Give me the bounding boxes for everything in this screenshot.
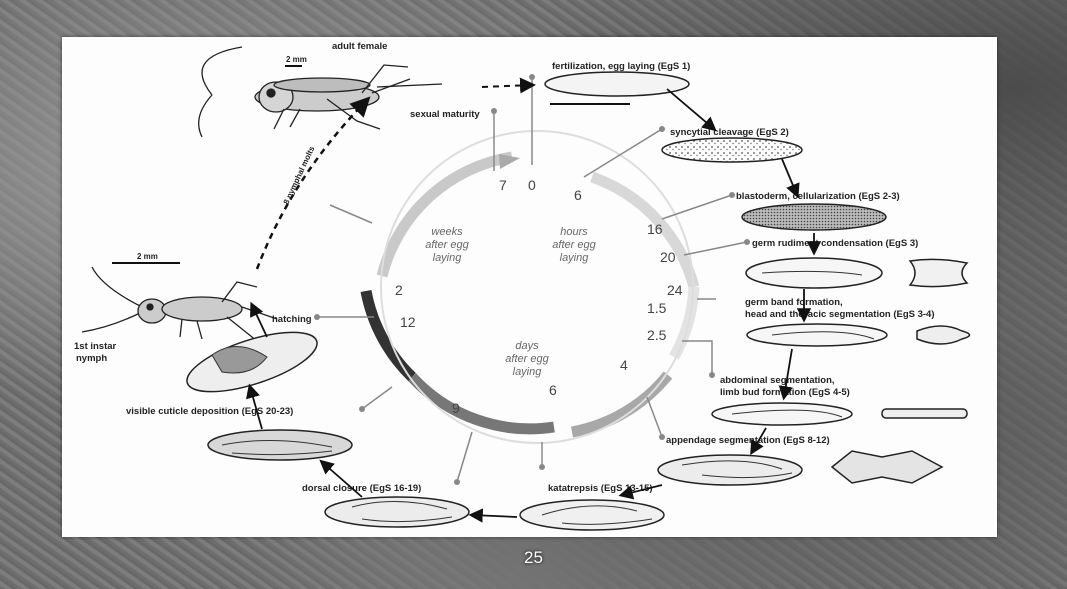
ring-days-mid-segment [572,375,668,432]
ring-num-h20: 20 [660,249,676,265]
ring-num-h6: 6 [574,187,582,203]
ring-num-2: 2 [395,282,403,298]
egg-stage-2 [662,138,802,162]
abdominal-detail [882,409,967,418]
svg-text:after egg: after egg [552,239,596,251]
molts-arrow [257,100,367,269]
germ-band-detail [917,326,970,344]
ring-numbers: 0 7 2 6 16 20 24 1.5 2.5 4 6 9 12 [395,177,683,416]
stage-syncytial-label: syncytial cleavage (EgS 2) [670,127,789,138]
center-hours-label: hours after egg laying [552,226,596,264]
nymph-scale-label: 2 mm [137,252,158,261]
ring-num-d9: 9 [452,400,460,416]
stage-germ-band-label-2: head and thoracic segmentation (EgS 3-4) [745,309,935,320]
nymph-label-2: nymph [76,353,107,364]
egg-stage-7 [658,455,802,485]
stage-abdominal-label-1: abdominal segmentation, [720,375,835,386]
adult-scale-label: 2 mm [286,55,307,64]
stage-cuticle-label: visible cuticle deposition (EgS 20-23) [126,406,293,417]
svg-text:after egg: after egg [425,239,469,251]
ring-top-arrow [499,154,520,169]
adult-female-cricket [199,47,442,137]
ring-num-0: 0 [528,177,536,193]
egg-stage-8 [520,500,664,530]
svg-text:hours: hours [560,226,588,238]
svg-text:laying: laying [513,366,543,378]
ring-num-d12: 12 [400,314,416,330]
cricket-lifecycle-diagram: 0 7 2 6 16 20 24 1.5 2.5 4 6 9 12 weeks … [62,37,997,537]
ring-hours-segment [592,177,694,287]
center-days-label: days after egg laying [505,340,549,378]
stage-hatching-label: hatching [272,314,312,325]
page-number: 25 [0,548,1067,568]
nymph-label-1: 1st instar [74,341,117,352]
molts-label: 8 nymphal molts [282,144,317,206]
ring-num-d25: 2.5 [647,327,667,343]
stage-appendage-label: appendage segmentation (EgS 8-12) [666,435,830,446]
ring-num-d6: 6 [549,382,557,398]
stage-germ-band-label-1: germ band formation, [745,297,843,308]
svg-text:after egg: after egg [505,353,549,365]
stage-germ-rudiment-label: germ rudiment condensation (EgS 3) [752,238,918,249]
adult-female-label: adult female [332,41,387,52]
adult-to-egg-arrow [482,85,532,87]
svg-text:weeks: weeks [431,226,463,238]
egg-stage-1 [545,72,689,96]
germ-rudiment-detail [910,259,967,286]
svg-text:laying: laying [560,252,590,264]
egg-stage-5 [747,324,887,346]
diagram-panel: 0 7 2 6 16 20 24 1.5 2.5 4 6 9 12 weeks … [62,37,997,537]
egg-stage-10 [208,430,352,460]
appendage-detail [832,451,942,483]
ring-num-h16: 16 [647,221,663,237]
stage-blastoderm-label: blastoderm, cellularization (EgS 2-3) [736,191,900,202]
ring-num-d4: 4 [620,357,628,373]
stage-sexual-maturity-label: sexual maturity [410,109,480,120]
svg-text:laying: laying [433,252,463,264]
ring-num-h24: 24 [667,282,683,298]
egg-illustrations [181,72,970,530]
ring-num-d15: 1.5 [647,300,667,316]
stage-dorsal-closure-label: dorsal closure (EgS 16-19) [302,483,421,494]
egg-stage-3 [742,204,886,230]
ring-num-7: 7 [499,177,507,193]
stage-katatrepsis-label: katatrepsis (EgS 13-15) [548,483,653,494]
first-instar-nymph [82,267,277,347]
svg-text:days: days [515,340,539,352]
center-weeks-label: weeks after egg laying [425,226,469,264]
stage-fertilization-label: fertilization, egg laying (EgS 1) [552,61,690,72]
